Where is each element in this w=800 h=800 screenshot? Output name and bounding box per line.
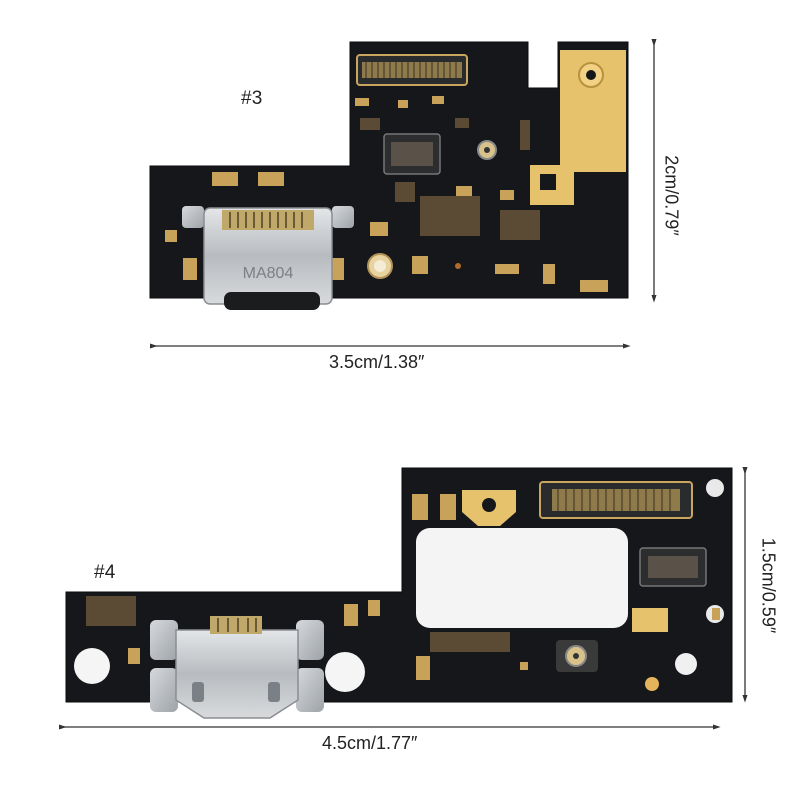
board-4-micro-usb-port [150, 616, 324, 719]
board-3: MA804 [149, 41, 629, 310]
board-4 [65, 467, 733, 719]
board-3-width-label: 3.5cm/1.38″ [329, 352, 425, 372]
board-4-white-pad [416, 528, 628, 628]
board-3-height-label: 2cm/0.79″ [661, 155, 682, 236]
dimension-lines [58, 38, 748, 730]
board-3-gold-plate [530, 50, 626, 205]
board-3-usb-marking: MA804 [243, 265, 294, 282]
board-4-label: #4 [94, 562, 116, 583]
board-3-usb-c-port: MA804 [182, 206, 354, 310]
board-3-label: #3 [241, 88, 263, 109]
board-4-width-label: 4.5cm/1.77″ [322, 733, 418, 753]
board-4-height-label: 1.5cm/0.59″ [758, 537, 779, 634]
